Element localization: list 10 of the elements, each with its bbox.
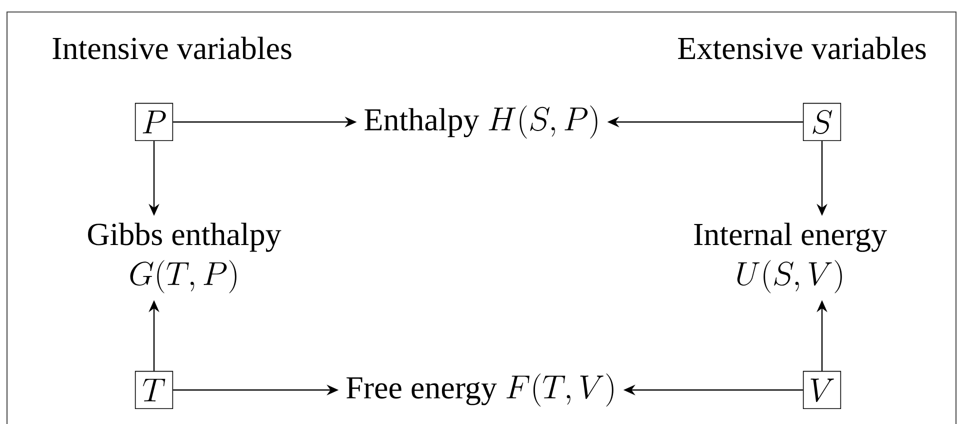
- column-heading: Intensive variables: [52, 36, 292, 60]
- variable-box: $S$: [802, 102, 842, 142]
- variable-box: $T$: [134, 370, 174, 410]
- potential-label: Gibbs enthalpy $G(T,P)$: [88, 222, 282, 294]
- potential-label: Internal energy $U(S,V)$: [694, 222, 887, 294]
- variable-box: $V$: [802, 370, 842, 410]
- column-heading: Extensive variables: [678, 36, 926, 60]
- potential-label: Enthalpy $H(S,P)$: [364, 105, 598, 139]
- variable-box: $P$: [134, 102, 174, 142]
- potential-label: Free energy $F(T,V)$: [346, 373, 614, 407]
